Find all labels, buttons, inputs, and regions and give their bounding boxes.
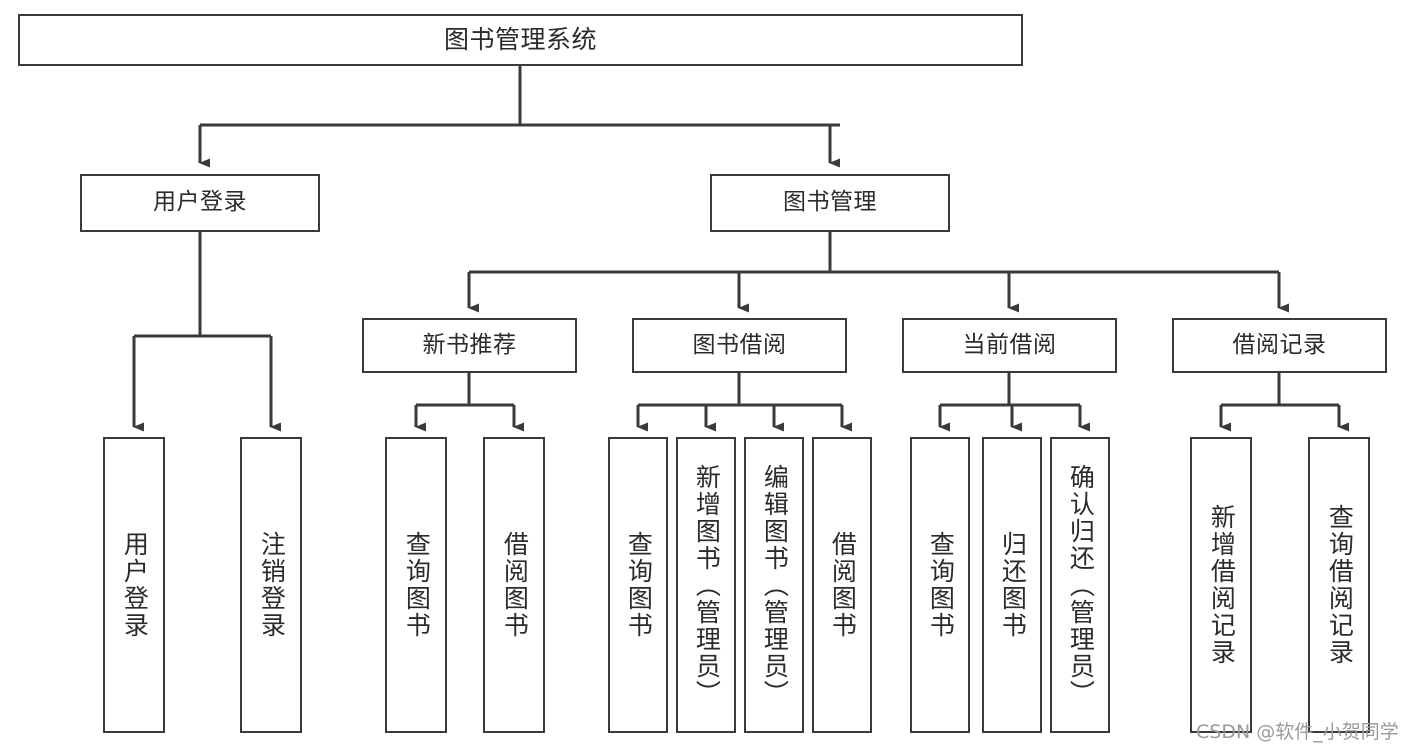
node-leaf-add-book[interactable]: 新增图书（管理员） [676,437,736,733]
node-leaf-user-login[interactable]: 用户登录 [103,437,165,733]
node-leaf-add-record[interactable]: 新增借阅记录 [1190,437,1252,733]
node-leaf-return-book[interactable]: 归还图书 [982,437,1042,733]
node-book-borrow-label: 图书借阅 [692,331,787,358]
node-leaf-confirm-return[interactable]: 确认归还（管理员） [1050,437,1110,733]
node-current-borrow-label: 当前借阅 [962,331,1057,358]
node-leaf-query-book-3[interactable]: 查询图书 [910,437,970,733]
node-leaf-borrow-book-2[interactable]: 借阅图书 [812,437,872,733]
node-borrow-record-label: 借阅记录 [1232,331,1327,358]
node-leaf-borrow-book-2-label: 借阅图书 [828,531,858,639]
node-new-book-recommend-label: 新书推荐 [422,331,517,358]
node-book-manage[interactable]: 图书管理 [710,174,950,232]
node-leaf-add-book-label: 新增图书（管理员） [692,463,722,707]
node-leaf-query-book-1[interactable]: 查询图书 [385,437,447,733]
node-leaf-user-logout-label: 注销登录 [257,531,287,639]
node-leaf-borrow-book-1-label: 借阅图书 [500,531,530,639]
node-leaf-edit-book[interactable]: 编辑图书（管理员） [744,437,804,733]
node-leaf-return-book-label: 归还图书 [998,531,1028,639]
node-leaf-query-record[interactable]: 查询借阅记录 [1308,437,1370,733]
node-leaf-user-login-label: 用户登录 [120,531,150,639]
node-leaf-confirm-return-label: 确认归还（管理员） [1066,463,1096,707]
node-leaf-query-book-2[interactable]: 查询图书 [608,437,668,733]
node-new-book-recommend[interactable]: 新书推荐 [362,318,577,373]
node-leaf-query-book-2-label: 查询图书 [624,531,654,639]
node-book-manage-label: 图书管理 [783,189,877,216]
csdn-watermark: CSDN @软件_小贺同学 [1196,721,1399,743]
node-leaf-query-book-1-label: 查询图书 [402,531,432,639]
node-book-borrow[interactable]: 图书借阅 [632,318,847,373]
node-borrow-record[interactable]: 借阅记录 [1172,318,1387,373]
node-root-label: 图书管理系统 [443,25,597,55]
node-leaf-user-logout[interactable]: 注销登录 [240,437,302,733]
node-leaf-query-record-label: 查询借阅记录 [1325,504,1355,666]
node-leaf-borrow-book-1[interactable]: 借阅图书 [483,437,545,733]
node-root[interactable]: 图书管理系统 [18,14,1023,66]
node-leaf-add-record-label: 新增借阅记录 [1207,504,1237,666]
node-user-login-label: 用户登录 [153,189,247,216]
node-leaf-query-book-3-label: 查询图书 [926,531,956,639]
node-current-borrow[interactable]: 当前借阅 [902,318,1117,373]
node-user-login[interactable]: 用户登录 [80,174,320,232]
node-leaf-edit-book-label: 编辑图书（管理员） [760,463,790,707]
